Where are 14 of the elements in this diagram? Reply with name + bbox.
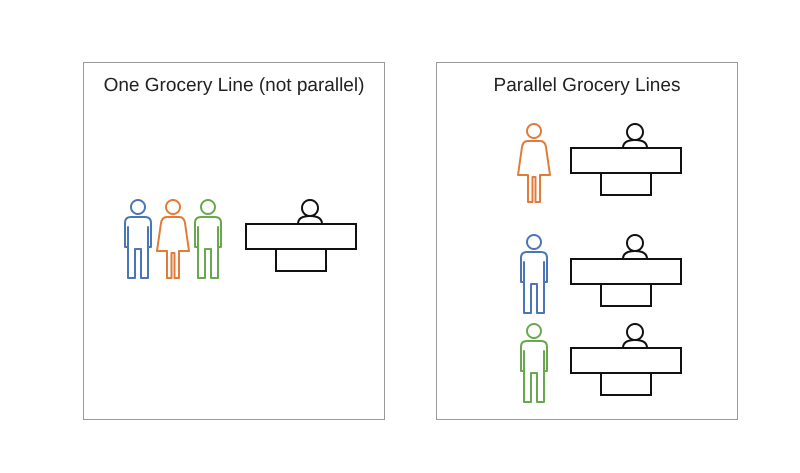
cashier-counter-icon xyxy=(570,234,682,307)
person-icon xyxy=(121,199,155,279)
cashier-counter-icon xyxy=(245,199,357,272)
panel-title: One Grocery Line (not parallel) xyxy=(104,75,364,97)
cashier-counter-icon xyxy=(570,323,682,396)
person-icon xyxy=(191,199,225,279)
person-icon xyxy=(517,234,551,314)
panel-title: Parallel Grocery Lines xyxy=(494,75,680,97)
person-icon xyxy=(517,323,551,403)
panel xyxy=(83,62,385,420)
cashier-counter-icon xyxy=(570,123,682,196)
person-icon xyxy=(156,199,190,279)
panel xyxy=(436,62,738,420)
person-icon xyxy=(517,123,551,203)
